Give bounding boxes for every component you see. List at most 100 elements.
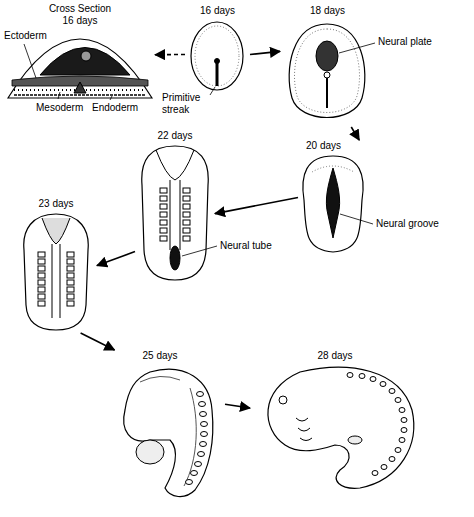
somite (401, 428, 407, 433)
embryo-outline (191, 22, 243, 90)
stage-label: 22 days (135, 130, 215, 142)
somite (183, 212, 190, 217)
streak-cells (74, 82, 86, 93)
somite (183, 228, 190, 233)
stage-label: 20 days (306, 140, 370, 152)
somite (381, 465, 387, 470)
stage-figure: 28 days (250, 350, 420, 495)
leader-line (210, 87, 215, 95)
embryo-outline (24, 214, 88, 330)
neural-groove (326, 168, 339, 238)
somite (67, 294, 74, 299)
stage-arrow (215, 198, 298, 214)
part-label: Endoderm (92, 102, 138, 114)
stage-figure: Cross Section 16 days (5, 3, 155, 113)
somite (380, 382, 386, 387)
somite (38, 287, 45, 292)
embryo-outline (142, 146, 208, 280)
somite (395, 398, 401, 403)
somite (67, 252, 74, 257)
primitive-streak (216, 62, 219, 86)
pharyngeal-arches (296, 418, 312, 441)
stage-arrow (225, 404, 250, 408)
embryo-outline (289, 24, 365, 118)
stage-figure: 18 days (280, 5, 375, 127)
part-label: Mesoderm (36, 102, 83, 114)
stage-arrow (155, 54, 185, 56)
stage-label: 28 days (250, 350, 420, 362)
part-label: Ectoderm (4, 30, 47, 42)
embryo-outline (303, 156, 363, 252)
embryo-20 (303, 156, 373, 252)
leader-line (339, 43, 375, 53)
somite (395, 448, 401, 453)
somite (67, 301, 74, 306)
somite (67, 287, 74, 292)
somite (389, 457, 395, 462)
part-label: Neural groove (376, 218, 439, 230)
somite (38, 259, 45, 264)
somites (347, 373, 407, 476)
somite (183, 236, 190, 241)
embryo-rim (295, 29, 360, 113)
neural-tube-wall (170, 180, 171, 250)
heart-bulge (136, 440, 164, 464)
somite (200, 442, 207, 447)
somite (372, 471, 378, 476)
part-label: Neural plate (378, 36, 432, 48)
primitive-node (215, 59, 220, 64)
stage-label: 16 days (185, 5, 250, 17)
somite (38, 301, 45, 306)
somite (186, 480, 193, 485)
embryo-18 (289, 24, 375, 118)
embryo-25 (124, 369, 213, 496)
somite (67, 280, 74, 285)
stage-label: 18 days (280, 5, 375, 17)
endoderm-layer (14, 94, 146, 96)
primitive-node (324, 72, 330, 78)
stage-label: 25 days (95, 350, 225, 362)
stage-figure: 20 days (298, 140, 370, 255)
neural-tube-wall (180, 180, 181, 250)
embryo-outline (124, 369, 213, 496)
stage-figure: 22 days (135, 130, 215, 282)
somite (160, 212, 167, 217)
somite (401, 418, 407, 423)
leader-line (58, 92, 60, 99)
somite (399, 438, 405, 443)
stage-arrow (97, 252, 135, 266)
somites (38, 252, 74, 306)
somite (389, 389, 395, 394)
neural-tube-wall (60, 244, 61, 318)
stage-label: 23 days (15, 198, 97, 210)
somite (201, 432, 208, 437)
somite (160, 188, 167, 193)
stage-arrow (250, 51, 280, 54)
embryo-16 (191, 22, 243, 95)
embryo-28 (268, 367, 414, 488)
stage-label: Cross Section 16 days (44, 3, 116, 27)
leader-line (110, 96, 112, 100)
limb-bud (348, 436, 362, 444)
neural-tube-wall (52, 244, 53, 318)
leader-line (24, 44, 36, 78)
somite (201, 422, 208, 427)
neural-groove (170, 246, 180, 270)
somite (183, 196, 190, 201)
somite (197, 392, 204, 397)
somite (38, 294, 45, 299)
somite (191, 471, 198, 476)
somite (67, 266, 74, 271)
leader-line (182, 246, 217, 256)
somite (399, 408, 405, 413)
eye (279, 396, 287, 404)
leader-line (340, 214, 373, 224)
somite (370, 377, 376, 382)
cross-section (8, 39, 152, 100)
somite (160, 236, 167, 241)
somites (160, 188, 190, 241)
section-outline (8, 39, 152, 98)
amnion-region (40, 48, 130, 76)
